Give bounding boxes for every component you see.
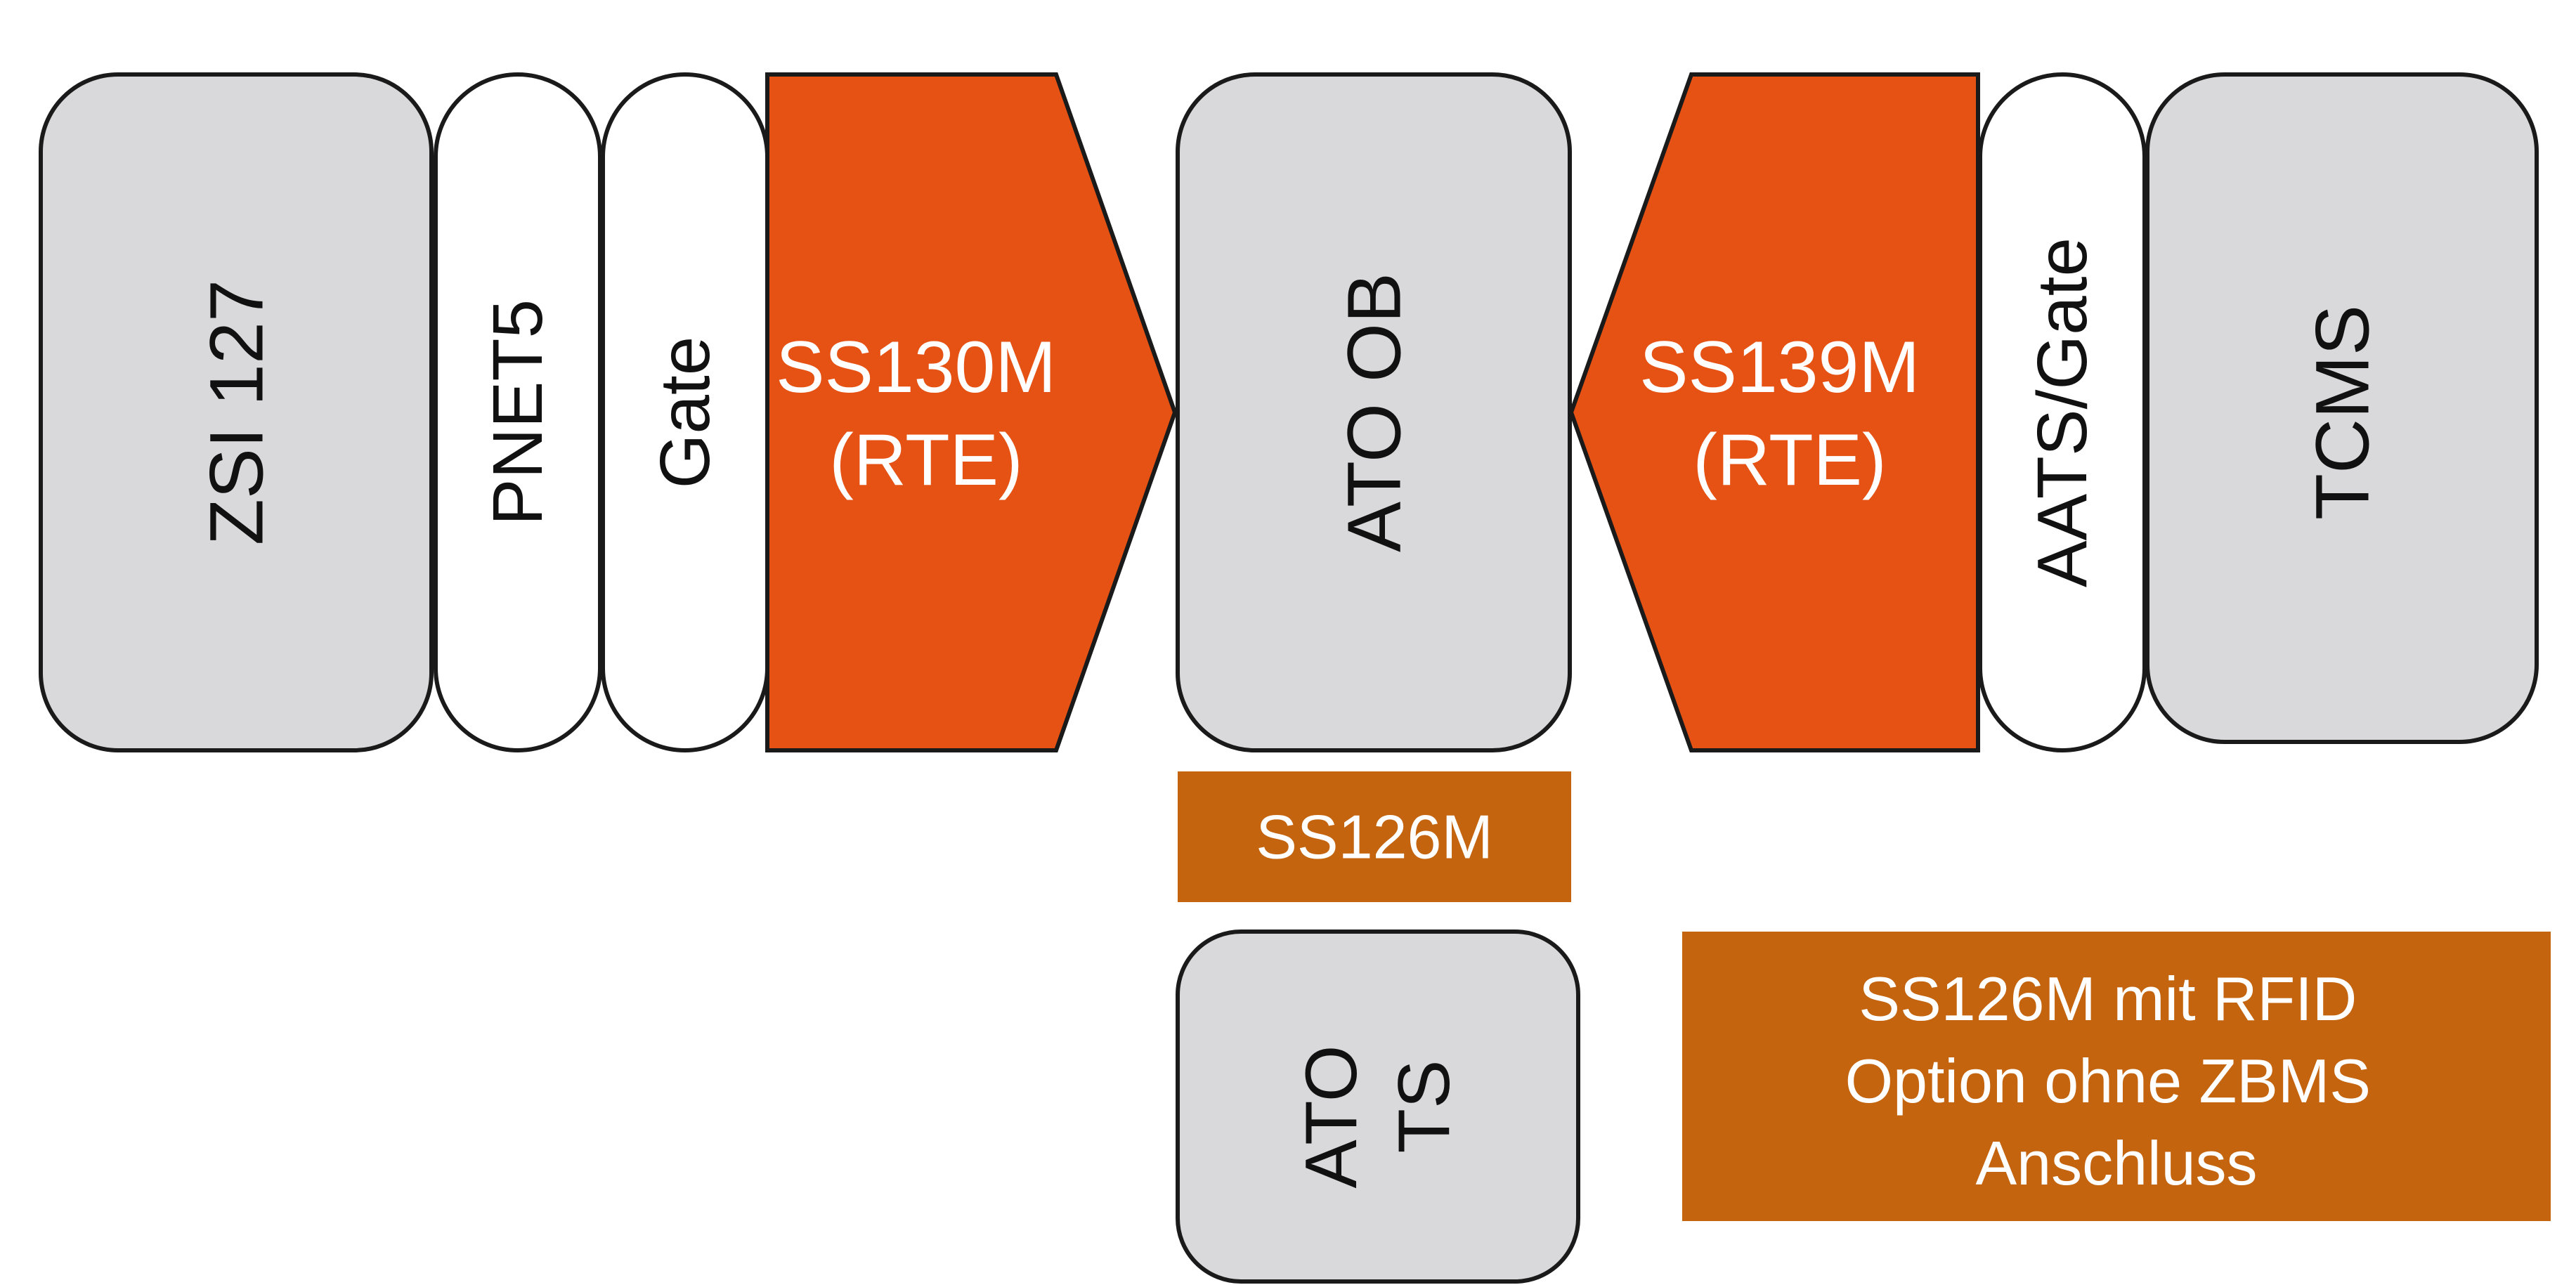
ss126m-rfid-line3: Anschluss: [1975, 1128, 2257, 1198]
ss139m-label-line2: (RTE): [1693, 419, 1886, 501]
ss126m-rfid-line1: SS126M mit RFID: [1859, 964, 2357, 1033]
ss126m-rfid-box: [1682, 932, 2551, 1221]
aats-gate-label: AATS/Gate: [2023, 237, 2102, 587]
ato-ob-label: ATO OB: [1332, 273, 1417, 552]
gate-label: Gate: [646, 337, 724, 489]
zsi127-label: ZSI 127: [194, 280, 279, 545]
zsi127-block: [39, 72, 434, 752]
ato-ts-label-line2: TS: [1384, 1060, 1465, 1154]
ss126m-bar: [1178, 771, 1571, 902]
tcms-label: TCMS: [2300, 305, 2385, 520]
pnet5-block: [434, 72, 602, 752]
ato-ts-block: [1176, 929, 1580, 1284]
ss139m-arrow: [1568, 72, 1980, 752]
ato-ts-label: ATO TS: [1291, 1024, 1465, 1188]
ss130m-label-line1: SS130M: [776, 327, 1056, 408]
ss126m-label: SS126M: [1256, 802, 1493, 872]
ss126m-rfid-line2: Option ohne ZBMS: [1845, 1046, 2371, 1116]
tcms-block: [2145, 72, 2539, 744]
ato-ts-label-line1: ATO: [1291, 1045, 1372, 1188]
ss126m-rfid-label: SS126M mit RFID Option ohne ZBMS Anschlu…: [1845, 964, 2388, 1198]
ss130m-label: SS130M (RTE): [776, 327, 1076, 501]
pnet5-label: PNET5: [479, 299, 557, 526]
aats-gate-block: [1978, 72, 2147, 752]
ss139m-label: SS139M (RTE): [1639, 327, 1940, 501]
ss139m-label-line1: SS139M: [1639, 327, 1920, 408]
ss130m-label-line2: (RTE): [829, 419, 1022, 501]
ss130m-arrow: [765, 72, 1178, 752]
